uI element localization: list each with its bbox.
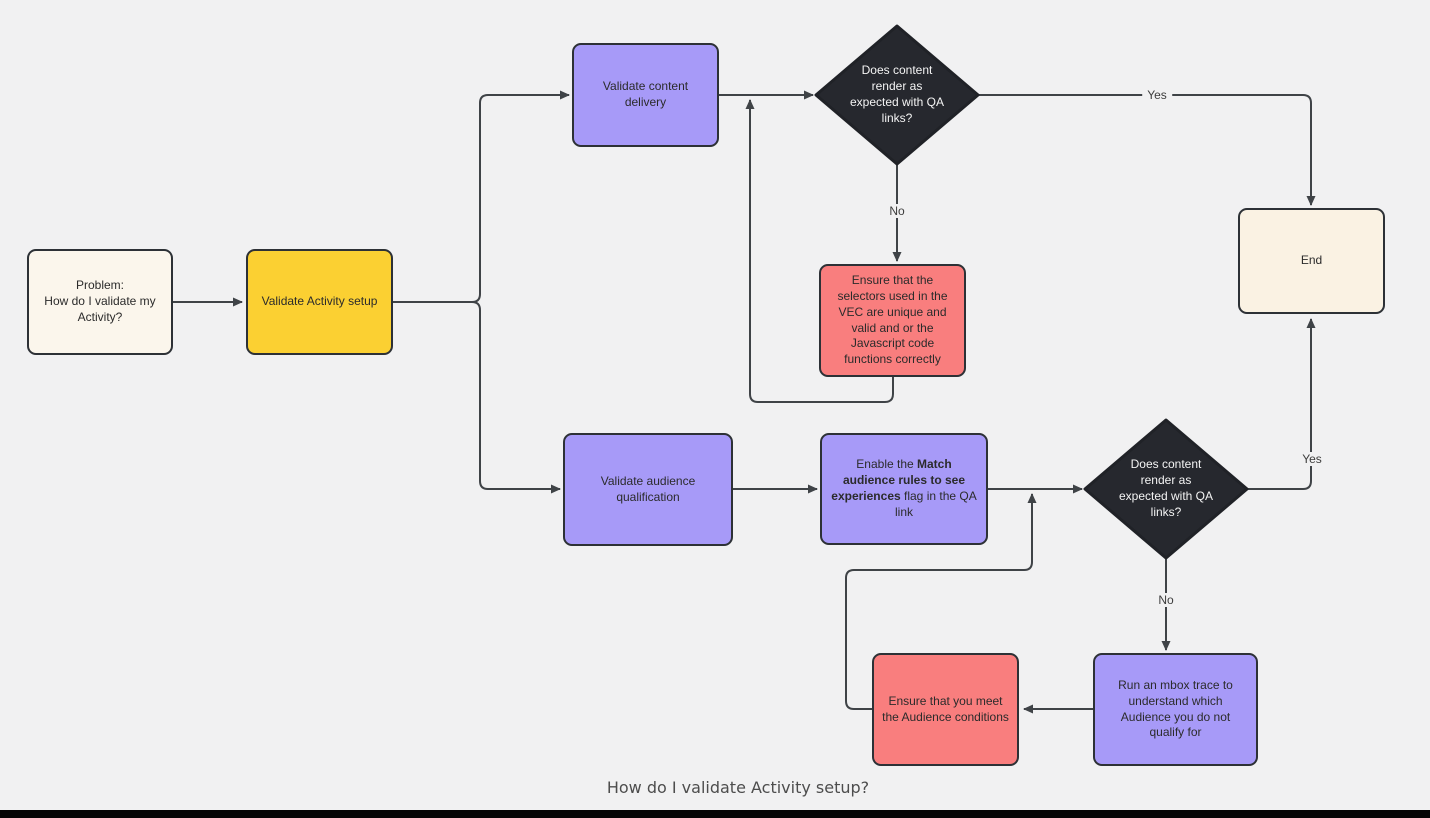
enable-match-text-bold: Match audience rules to see experiences	[831, 457, 966, 503]
node-validate-audience[interactable]: Validate audience qualification	[563, 433, 733, 546]
edge-decision-audience-yes[interactable]	[1247, 318, 1316, 490]
edge-label-content-yes[interactable]: Yes	[1142, 88, 1172, 102]
node-validate-audience-label: Validate audience qualification	[600, 473, 696, 504]
edge-decision-content-yes[interactable]	[978, 94, 1316, 206]
node-meet-conditions-label: Ensure that you meet the Audience condit…	[882, 693, 1009, 724]
edge-label-audience-yes[interactable]: Yes	[1297, 452, 1327, 466]
edge-conditions-loop[interactable]	[845, 493, 1037, 710]
enable-match-text-pre: Enable the	[856, 457, 918, 472]
node-run-mbox-label: Run an mbox trace to understand which Au…	[1118, 677, 1233, 740]
node-start[interactable]: Problem: How do I validate my Activity?	[27, 249, 173, 355]
node-validate-setup[interactable]: Validate Activity setup	[246, 249, 393, 355]
node-validate-content[interactable]: Validate content delivery	[572, 43, 719, 147]
node-start-label: Problem: How do I validate my Activity?	[44, 278, 156, 324]
edge-setup-to-content[interactable]	[393, 90, 570, 303]
enable-match-text-post: flag in the QA link	[894, 489, 977, 519]
decision-audience-diamond[interactable]	[1083, 418, 1249, 560]
node-enable-match-label: Enable the Match audience rules to see e…	[830, 457, 978, 520]
bottom-bar	[0, 810, 1430, 818]
node-fix-selectors[interactable]: Ensure that the selectors used in the VE…	[819, 264, 966, 377]
decision-content-diamond[interactable]	[814, 24, 980, 166]
node-end-label: End	[1300, 253, 1323, 268]
node-fix-selectors-label: Ensure that the selectors used in the VE…	[837, 273, 948, 367]
node-meet-conditions[interactable]: Ensure that you meet the Audience condit…	[872, 653, 1019, 766]
edge-setup-to-audience[interactable]	[393, 301, 561, 494]
node-end[interactable]: End	[1238, 208, 1385, 314]
edge-label-audience-no[interactable]: No	[1153, 593, 1179, 607]
node-enable-match[interactable]: Enable the Match audience rules to see e…	[820, 433, 988, 545]
edge-label-content-no[interactable]: No	[884, 204, 910, 218]
node-run-mbox[interactable]: Run an mbox trace to understand which Au…	[1093, 653, 1258, 766]
node-validate-setup-label: Validate Activity setup	[261, 294, 378, 309]
edge-fix-selectors-loop[interactable]	[745, 99, 894, 403]
node-validate-content-label: Validate content delivery	[602, 79, 689, 109]
diagram-caption: How do I validate Activity setup?	[606, 778, 870, 797]
